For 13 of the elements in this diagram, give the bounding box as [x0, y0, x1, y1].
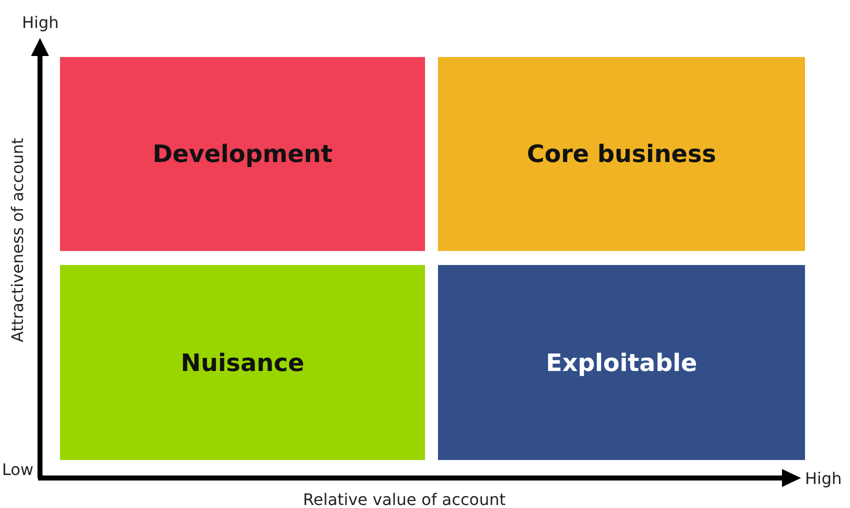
quadrant-title: Core business [526, 140, 716, 168]
axis-title: Relative value of account [303, 492, 506, 508]
axis-label: High [22, 15, 59, 31]
quadrant-box [438, 57, 805, 251]
quadrant-box [60, 265, 425, 460]
quadrant-box [438, 265, 805, 460]
quadrant-box [60, 57, 425, 251]
quadrant-title: Nuisance [180, 348, 304, 376]
quadrant-title: Development [152, 140, 332, 168]
axis-title: Attractiveness of account [10, 138, 26, 342]
quadrant-title: Exploitable [546, 348, 698, 376]
axis-label: High [805, 471, 842, 487]
axis-label: Low [2, 462, 34, 478]
